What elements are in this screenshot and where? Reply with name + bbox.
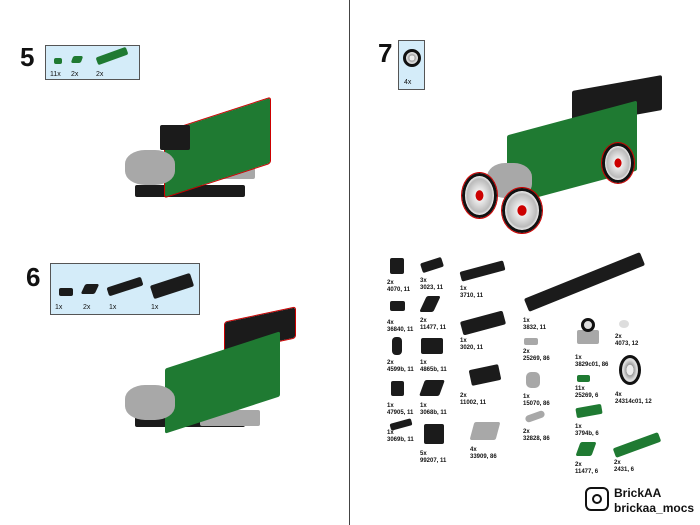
part-qty: 1x (109, 304, 117, 311)
lego-part-shape (459, 310, 507, 336)
lego-part-shape (468, 364, 502, 386)
step-number: 7 (378, 38, 393, 68)
wheel-icon (403, 49, 421, 67)
lego-part-shape (575, 403, 603, 419)
lego-part-shape (612, 432, 662, 458)
lego-part-shape (125, 385, 175, 420)
lego-part-shape (424, 424, 444, 444)
lego-part-shape (619, 320, 629, 328)
lego-part-shape (459, 260, 506, 282)
lego-part-shape (391, 381, 404, 396)
instagram-icon (585, 487, 609, 511)
lego-part-shape (59, 288, 73, 296)
step-number: 6 (26, 262, 41, 292)
lego-part-shape (592, 494, 602, 504)
lego-part-shape (80, 284, 100, 294)
brand-name: BrickAA (614, 486, 662, 500)
lego-part-shape (135, 185, 245, 197)
parts-callout: 11x 2x 2x (45, 45, 140, 80)
part-qty: 1x (151, 304, 159, 311)
page-divider (349, 0, 350, 525)
part-icon (95, 46, 129, 66)
lego-part-shape (421, 338, 443, 354)
part-qty: 4x (404, 79, 412, 86)
lego-part-shape (577, 375, 590, 382)
lego-part-shape (106, 276, 144, 297)
lego-part-shape (577, 330, 599, 344)
lego-part-shape (149, 272, 195, 300)
lego-part-shape (389, 418, 413, 431)
lego-part-shape (419, 256, 445, 274)
lego-part-shape (160, 125, 190, 150)
lego-part-shape (601, 142, 635, 184)
lego-part-shape (575, 442, 597, 456)
lego-part-shape (581, 318, 595, 332)
model-step-6 (120, 306, 305, 450)
model-step-5 (120, 96, 285, 215)
lego-part-shape (461, 172, 498, 219)
lego-part-shape (524, 409, 546, 424)
part-qty: 2x (83, 304, 91, 311)
part-icon (70, 56, 84, 63)
lego-part-shape (392, 337, 402, 355)
model-step-7 (461, 75, 667, 234)
lego-part-shape (390, 301, 405, 311)
lego-part-shape (524, 338, 538, 345)
lego-part-shape (419, 296, 441, 312)
lego-part-shape (419, 380, 445, 396)
lego-part-shape (125, 150, 175, 185)
brand-handle: brickaa_mocs (614, 501, 695, 515)
lego-part-shape (523, 252, 646, 312)
part-qty: 11x (50, 71, 61, 78)
part-qty: 1x (55, 304, 63, 311)
wheel-icon (619, 355, 641, 385)
part-icon (54, 58, 62, 64)
lego-part-shape (501, 187, 543, 234)
step-number: 5 (20, 42, 35, 72)
part-qty: 2x (96, 71, 104, 78)
parts-callout: 1x 2x 1x 1x (50, 263, 200, 315)
part-qty: 2x (71, 71, 79, 78)
lego-part-shape (469, 422, 501, 440)
parts-callout: 4x (398, 40, 425, 90)
lego-part-shape (390, 258, 404, 274)
lego-part-shape (526, 372, 540, 388)
